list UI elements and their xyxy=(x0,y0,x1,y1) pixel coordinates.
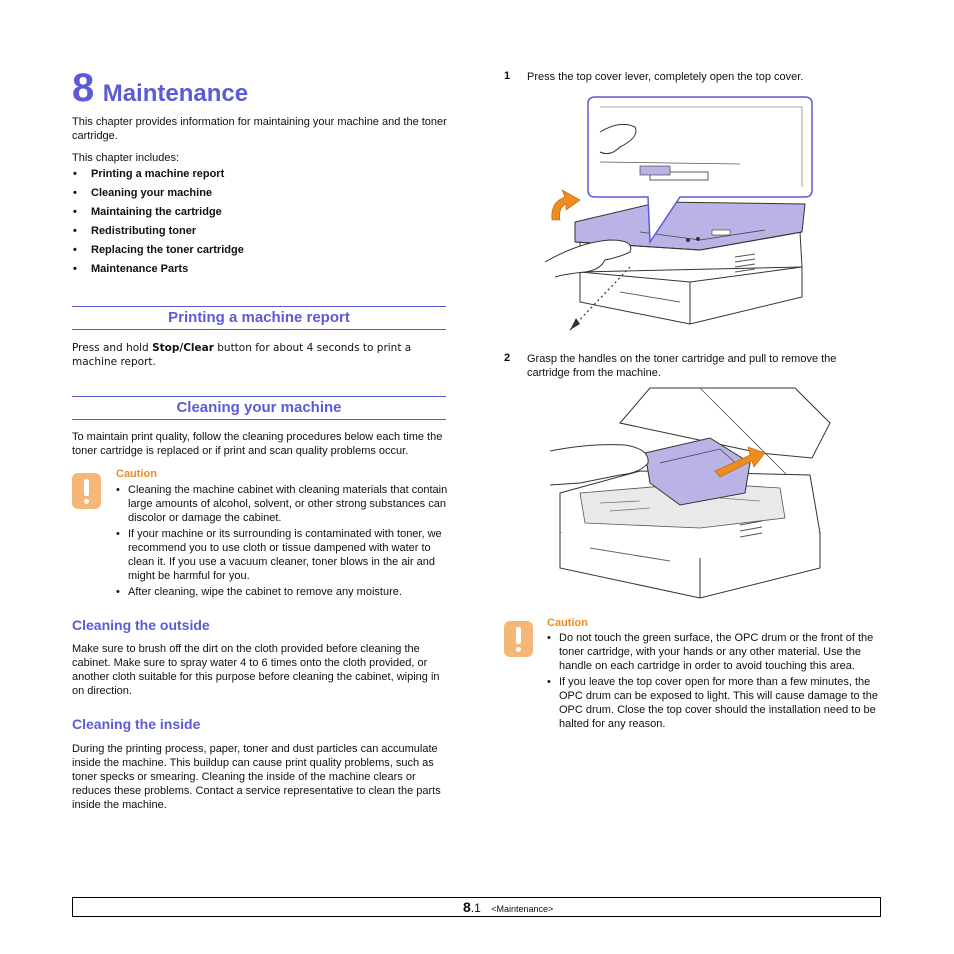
chapter-title: 8 Maintenance xyxy=(72,66,248,111)
footer-chapter-tag: <Maintenance> xyxy=(491,904,554,914)
list-item: Replacing the toner cartridge xyxy=(72,244,448,263)
inside-text: During the printing process, paper, tone… xyxy=(72,743,441,811)
caution-item: If your machine or its surrounding is co… xyxy=(116,527,448,583)
caution-list: Cleaning the machine cabinet with cleani… xyxy=(116,483,448,601)
subheading-inside: Cleaning the inside xyxy=(72,716,201,732)
intro-paragraph: This chapter provides information for ma… xyxy=(72,116,447,142)
caution-title: Caution xyxy=(116,468,157,480)
open-top-cover-illustration xyxy=(544,96,813,331)
caution-icon xyxy=(504,621,533,657)
chapter-contents-list: Printing a machine report Cleaning your … xyxy=(72,168,448,282)
page-number: 8.1 <Maintenance> xyxy=(463,899,553,917)
page-number-minor: .1 xyxy=(470,901,481,915)
printing-text: Press and hold Stop/Clear button for abo… xyxy=(72,341,432,369)
remove-cartridge-illustration xyxy=(550,387,831,599)
page-number-major: 8 xyxy=(463,899,471,915)
chapter-number: 8 xyxy=(72,66,95,110)
chapter-heading: Maintenance xyxy=(102,80,249,107)
caution-item: After cleaning, wipe the cabinet to remo… xyxy=(116,585,448,599)
caution-item: If you leave the top cover open for more… xyxy=(547,675,879,731)
caution-item: Cleaning the machine cabinet with cleani… xyxy=(116,483,448,525)
step-number: 1 xyxy=(504,70,511,82)
list-item: Maintaining the cartridge xyxy=(72,206,448,225)
caution-title: Caution xyxy=(547,617,588,629)
step-text: Grasp the handles on the toner cartridge… xyxy=(527,353,837,379)
caution-list: Do not touch the green surface, the OPC … xyxy=(547,631,879,733)
list-item: Printing a machine report xyxy=(72,168,448,187)
subheading-outside: Cleaning the outside xyxy=(72,617,210,633)
caution-item: Do not touch the green surface, the OPC … xyxy=(547,631,879,673)
cleaning-text: To maintain print quality, follow the cl… xyxy=(72,431,443,457)
list-item: Maintenance Parts xyxy=(72,263,448,282)
list-item: Redistributing toner xyxy=(72,225,448,244)
step-text: Press the top cover lever, completely op… xyxy=(527,71,804,83)
list-item: Cleaning your machine xyxy=(72,187,448,206)
includes-label: This chapter includes: xyxy=(72,152,179,164)
printing-text-a: Press and hold xyxy=(72,342,153,354)
printing-text-b: button for about 4 seconds to print a ma… xyxy=(72,342,412,368)
stop-clear-label: Stop/Clear xyxy=(152,342,214,354)
caution-icon xyxy=(72,473,101,509)
section-heading-printing: Printing a machine report xyxy=(72,306,446,330)
page-footer: 8.1 <Maintenance> xyxy=(72,897,881,917)
section-heading-cleaning: Cleaning your machine xyxy=(72,396,446,420)
step-number: 2 xyxy=(504,352,511,364)
outside-text: Make sure to brush off the dirt on the c… xyxy=(72,643,440,697)
